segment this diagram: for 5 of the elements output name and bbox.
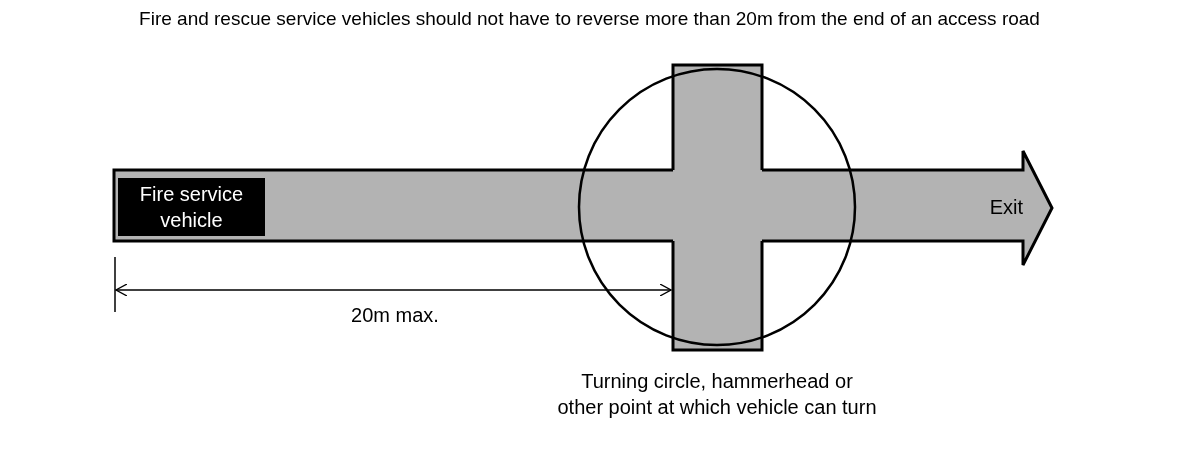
diagram-title: Fire and rescue service vehicles should not have to reverse more than 20m from the end of an access road — [138, 8, 1041, 30]
vehicle-box: Fire service vehicle — [118, 178, 265, 236]
turning-point-note: Turning circle, hammerhead or other point at which vehicle can turn — [557, 369, 877, 420]
dimension-label: 20m max. — [350, 303, 440, 328]
exit-label: Exit — [989, 196, 1023, 219]
